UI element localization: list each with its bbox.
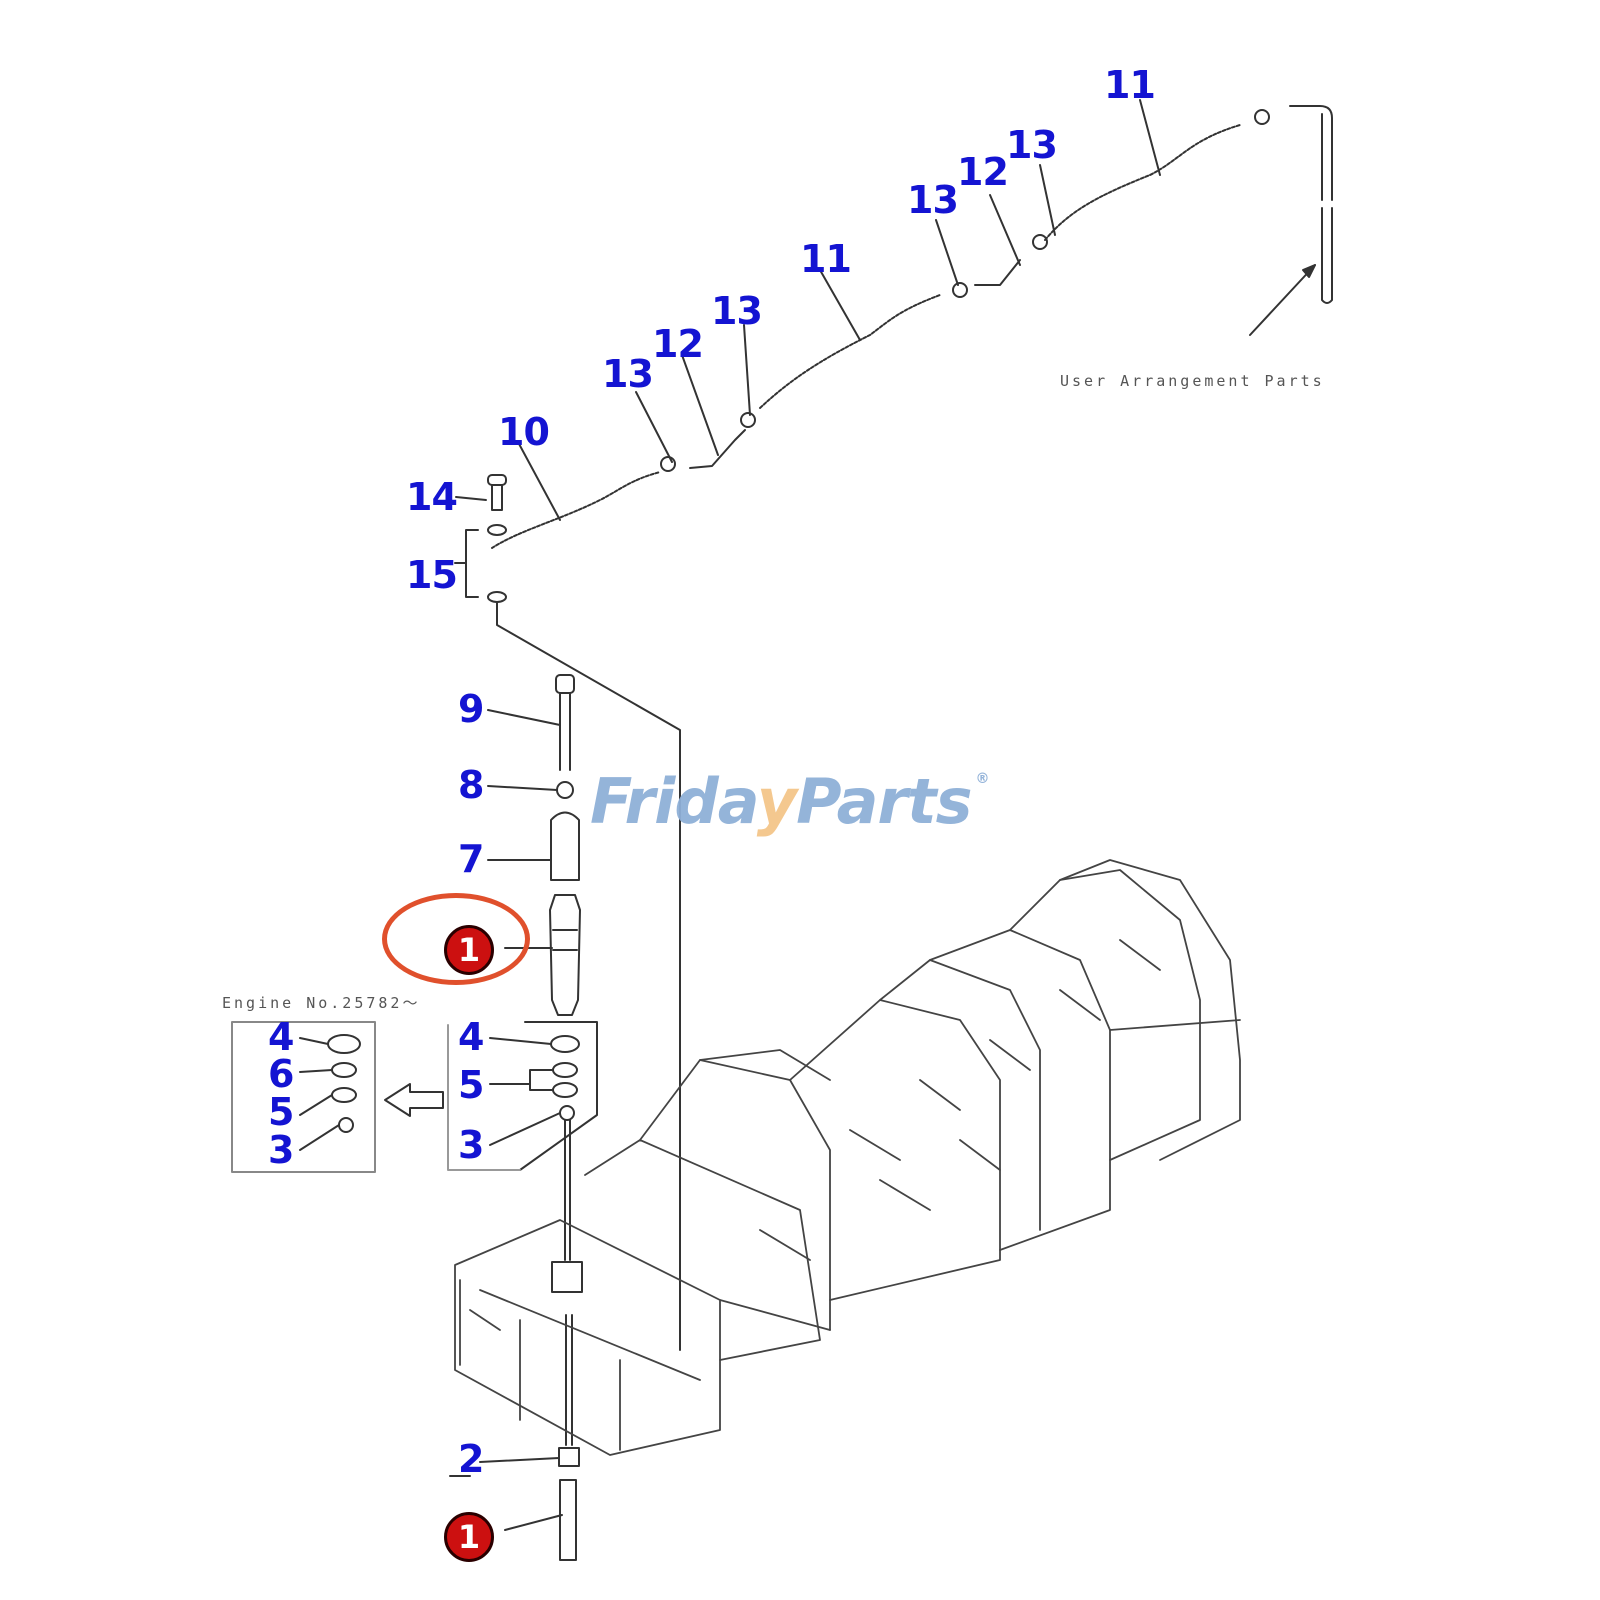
callout-12-b: 12 <box>652 322 704 366</box>
callout-13-a: 13 <box>1006 123 1058 167</box>
callout-5-right: 5 <box>458 1063 484 1107</box>
callout-13-b: 13 <box>907 178 959 222</box>
part-1-badge-injector[interactable]: 1 <box>444 925 494 975</box>
callout-2: 2 <box>458 1437 484 1481</box>
callout-12-a: 12 <box>957 150 1009 194</box>
callout-9: 9 <box>458 687 484 731</box>
callout-10: 10 <box>498 410 550 454</box>
callout-6-left: 6 <box>268 1052 294 1096</box>
brand-watermark: FridayParts® <box>590 765 990 838</box>
registered-mark: ® <box>975 771 990 787</box>
callout-4-left: 4 <box>268 1015 294 1059</box>
callout-13-d: 13 <box>602 352 654 396</box>
callout-11-top: 11 <box>1104 63 1156 107</box>
callout-5-left: 5 <box>268 1090 294 1134</box>
watermark-check: y <box>756 765 797 838</box>
callout-3-left: 3 <box>268 1128 294 1172</box>
callout-14: 14 <box>406 475 458 519</box>
callout-4-right: 4 <box>458 1015 484 1059</box>
engine-number-note: Engine No.25782～ <box>222 994 421 1012</box>
callout-7: 7 <box>458 837 484 881</box>
watermark-text-1: Frida <box>590 765 758 838</box>
user-arrangement-note: User Arrangement Parts <box>1060 372 1325 390</box>
callout-15: 15 <box>406 553 458 597</box>
callout-3-right: 3 <box>458 1123 484 1167</box>
watermark-text-2: Parts <box>796 765 972 838</box>
callout-8: 8 <box>458 763 484 807</box>
callout-13-c: 13 <box>711 289 763 333</box>
injector-highlight-ring <box>382 893 530 985</box>
part-1-badge-bottom[interactable]: 1 <box>444 1512 494 1562</box>
callout-11-mid: 11 <box>800 237 852 281</box>
